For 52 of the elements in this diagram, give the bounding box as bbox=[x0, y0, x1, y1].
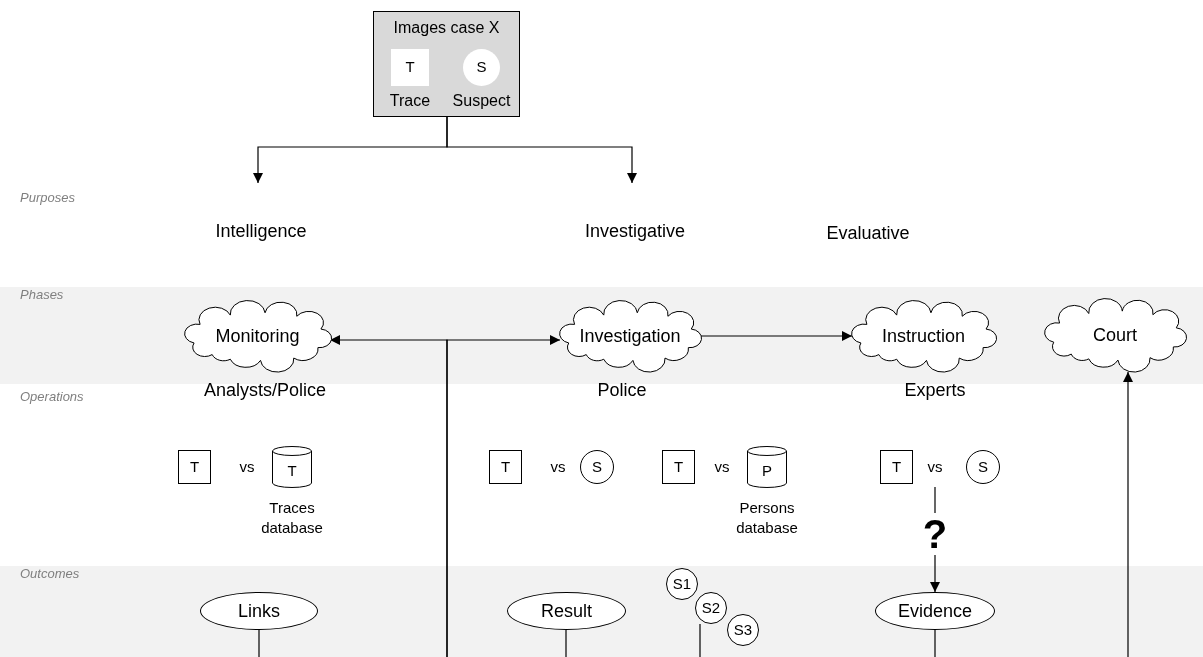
node-label: Persons database bbox=[735, 498, 799, 538]
row-label: Phases bbox=[20, 286, 64, 305]
node-text: S2 bbox=[701, 597, 721, 618]
cloud-shape bbox=[185, 300, 330, 372]
node-label: Suspect bbox=[452, 91, 511, 111]
node-text: P bbox=[762, 460, 772, 481]
operator-label: Police bbox=[597, 378, 647, 402]
cloud-shape bbox=[852, 300, 995, 372]
node-text: S3 bbox=[733, 619, 753, 640]
node-text: T bbox=[189, 456, 200, 477]
node-text: Investigative bbox=[583, 220, 687, 243]
versus-text: vs bbox=[239, 456, 255, 477]
trace-square bbox=[489, 450, 522, 484]
node-text: T bbox=[673, 456, 684, 477]
node-text: S bbox=[476, 57, 487, 78]
node-label: Traces database bbox=[260, 498, 324, 538]
operator-label: Experts bbox=[904, 378, 966, 402]
cloud-shape bbox=[1045, 298, 1185, 372]
node-text: Links bbox=[238, 599, 280, 623]
node-text: Result bbox=[541, 599, 592, 623]
node-text: Evidence bbox=[897, 599, 973, 623]
row-label: Operations bbox=[20, 388, 84, 407]
row-label: Outcomes bbox=[20, 565, 80, 584]
arrow bbox=[1123, 371, 1133, 657]
node-text: Instruction bbox=[881, 324, 965, 348]
versus-text: vs bbox=[550, 456, 566, 477]
purpose-label: Evaluative bbox=[826, 221, 910, 245]
arrow bbox=[446, 335, 561, 657]
cloud-shape bbox=[560, 300, 700, 372]
node-text: Images case X bbox=[392, 18, 501, 38]
node-text: Court bbox=[1093, 323, 1137, 347]
node-label: Trace bbox=[389, 91, 431, 111]
node-text: T bbox=[287, 460, 297, 481]
node-text: Investigation bbox=[579, 324, 681, 348]
trace-square bbox=[880, 450, 913, 484]
versus-text: vs bbox=[927, 456, 943, 477]
versus-text: vs bbox=[714, 456, 730, 477]
node-text: S bbox=[592, 456, 602, 477]
node-text: S bbox=[978, 456, 988, 477]
arrow bbox=[446, 116, 637, 184]
node-text: Intelligence bbox=[214, 220, 308, 243]
row-label: Purposes bbox=[20, 189, 75, 208]
node-text: S1 bbox=[672, 573, 692, 594]
node-text: T bbox=[500, 456, 511, 477]
node-text: T bbox=[891, 456, 902, 477]
case-box bbox=[373, 11, 520, 117]
operator-label: Analysts/Police bbox=[203, 378, 327, 402]
node-text: T bbox=[405, 57, 415, 78]
arrow bbox=[699, 331, 853, 341]
trace-square bbox=[178, 450, 211, 484]
node-text: Monitoring bbox=[215, 324, 300, 348]
trace-square bbox=[662, 450, 695, 484]
